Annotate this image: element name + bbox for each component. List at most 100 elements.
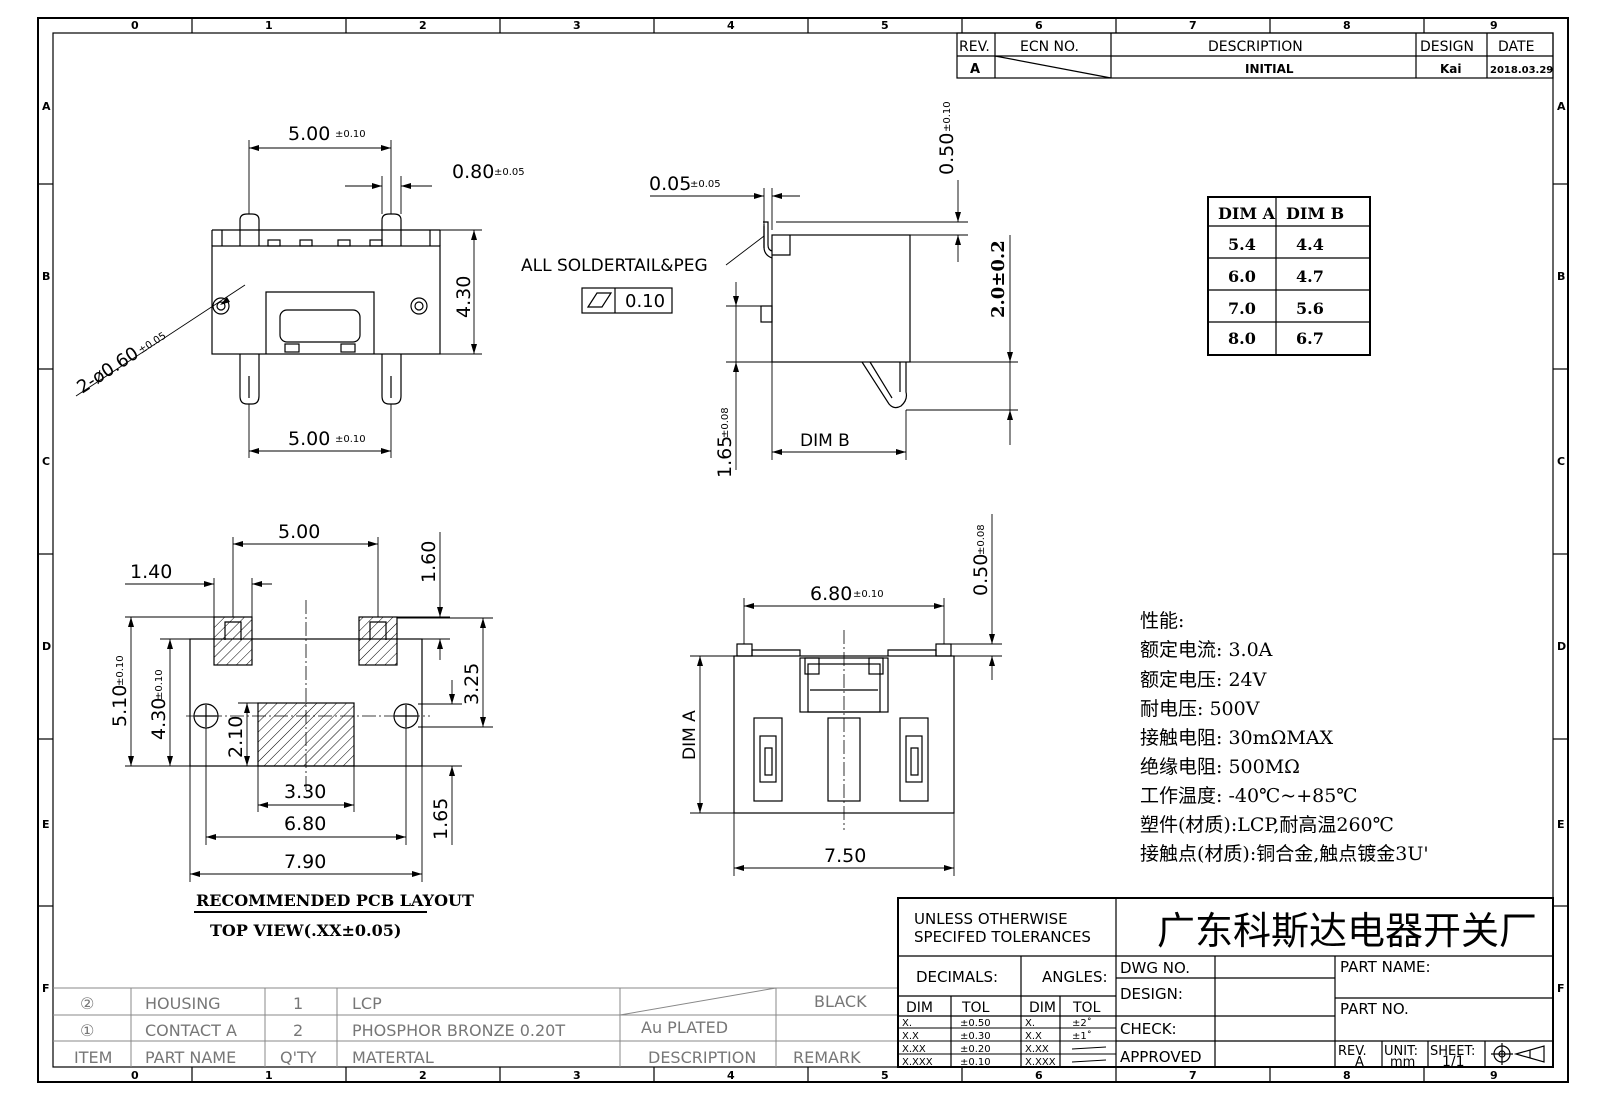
spec-line: 接触电阻: 30mΩMAX <box>1140 727 1334 749</box>
dim-table-cell: 6.7 <box>1296 329 1324 348</box>
tol-row-value: ±0.50 <box>960 1018 991 1029</box>
zone-col-label: 2 <box>419 19 427 32</box>
part-no-label: PART NO. <box>1340 1000 1409 1018</box>
dim-a-header: DIM A <box>1218 204 1276 223</box>
tol-row-dim: X. <box>1025 1018 1035 1029</box>
unit-value: mm <box>1390 1055 1415 1070</box>
bom-header-item: ITEM <box>74 1048 112 1067</box>
tol-row-dim: X.X <box>902 1031 919 1042</box>
dim-label: 0.50 <box>970 554 992 596</box>
spec-line: 耐电压: 500V <box>1140 698 1260 720</box>
zone-col-label: 9 <box>1490 1069 1498 1082</box>
dim-label: 4.30 <box>148 698 170 740</box>
dim-b-label: DIM B <box>800 431 850 451</box>
inner-border <box>52 32 1554 1068</box>
bom-part-name: HOUSING <box>145 994 221 1013</box>
zone-col-label: 7 <box>1189 19 1197 32</box>
dim-col-header: DIM <box>1029 1000 1056 1016</box>
dim-label: 7.50 <box>824 845 866 867</box>
rev-value: A <box>970 62 980 77</box>
zone-row-label: A <box>42 100 51 113</box>
bom-material: PHOSPHOR BRONZE 0.20T <box>352 1021 565 1040</box>
pcb-layout-subtitle: TOP VIEW(.XX±0.05) <box>210 921 401 940</box>
spec-line: 绝缘电阻: 500MΩ <box>1140 756 1300 778</box>
dim-label: 3.30 <box>284 781 326 803</box>
bom-header-part: PART NAME <box>145 1048 236 1067</box>
dim-tolerance: ±0.08 <box>976 524 987 555</box>
bom-remark: BLACK <box>814 992 867 1011</box>
tol-row-dim: X.X <box>1025 1031 1042 1042</box>
dim-tolerance: ±0.05 <box>494 167 525 178</box>
dim-label: 1.40 <box>130 561 172 583</box>
zone-row-label: F <box>1557 982 1565 995</box>
zone-row-label: C <box>1557 455 1565 468</box>
bom-item: ① <box>80 1021 94 1040</box>
design-value: Kai <box>1440 62 1462 76</box>
bom-qty: 1 <box>293 994 303 1013</box>
spec-line: 额定电流: 3.0A <box>1140 639 1273 661</box>
tol-row-dim: X.XX <box>1025 1044 1049 1055</box>
zone-col-label: 7 <box>1189 1069 1197 1082</box>
zone-col-label: 4 <box>727 19 735 32</box>
zone-row-label: E <box>1557 818 1565 831</box>
dim-table-cell: 5.6 <box>1296 299 1324 318</box>
zone-row-label: F <box>42 982 50 995</box>
flatness-value: 0.10 <box>625 291 665 312</box>
dim-label: 4.30 <box>453 276 475 318</box>
dim-tolerance: ±0.10 <box>335 129 366 140</box>
decimals-label: DECIMALS: <box>916 968 998 986</box>
check-label: CHECK: <box>1120 1020 1177 1038</box>
pcb-layout-title: RECOMMENDED PCB LAYOUT <box>196 891 474 910</box>
dim-label: 5.10 <box>109 685 131 727</box>
tol-row-dim: X.XX <box>902 1044 926 1055</box>
approved-label: APPROVED <box>1120 1048 1202 1066</box>
dim-tolerance: ±0.05 <box>137 331 169 357</box>
flatness-icon <box>586 292 613 308</box>
tol-row-dim: X. <box>902 1018 912 1029</box>
zone-col-label: 0 <box>131 1069 139 1082</box>
tol-row-dim: X.XXX <box>902 1057 933 1068</box>
zone-row-label: B <box>42 270 50 283</box>
rev-header: REV. <box>959 39 990 55</box>
dim-label: 6.80 <box>810 583 852 605</box>
zone-labels: 0 1 2 3 4 5 6 7 8 9 0 1 2 3 4 5 6 7 8 9 … <box>42 19 1566 1082</box>
bom-item: ② <box>80 994 94 1013</box>
description-header: DESCRIPTION <box>1208 39 1303 55</box>
sheet-value: 1/1 <box>1442 1054 1465 1070</box>
flatness-frame <box>581 287 673 314</box>
bottom-view: 6.80 ±0.10 0.50 ±0.08 DIM A 7.50 <box>680 514 1002 876</box>
zone-col-label: 2 <box>419 1069 427 1082</box>
dim-label: 3.25 <box>461 663 483 705</box>
dim-col-header: DIM <box>906 1000 933 1016</box>
dim-table-cell: 5.4 <box>1228 235 1256 254</box>
bom-table: ② HOUSING 1 LCP BLACK ① CONTACT A 2 PHOS… <box>53 987 898 1067</box>
zone-col-label: 3 <box>573 1069 581 1082</box>
date-header: DATE <box>1498 39 1534 55</box>
zone-col-label: 9 <box>1490 19 1498 32</box>
unit-label: UNIT: <box>1384 1044 1418 1059</box>
dim-label: 5.00 <box>288 123 330 145</box>
dim-a-label: DIM A <box>680 710 700 760</box>
dim-label: 7.90 <box>284 851 326 873</box>
dim-label: 6.80 <box>284 813 326 835</box>
zone-col-label: 8 <box>1343 1069 1351 1082</box>
dim-table-cell: 7.0 <box>1228 299 1256 318</box>
tol-row-value: ±1˚ <box>1072 1030 1092 1042</box>
dim-label: 2.10 <box>225 716 247 758</box>
tolerance-note: UNLESS OTHERWISE <box>914 910 1068 928</box>
tol-row-value: ±0.20 <box>960 1044 991 1055</box>
dim-table-cell: 8.0 <box>1228 329 1256 348</box>
dim-label: 1.65 <box>430 798 452 840</box>
bom-header-qty: Q'TY <box>280 1048 317 1067</box>
specs-block: 性能: 额定电流: 3.0A 额定电压: 24V 耐电压: 500V 接触电阻:… <box>1140 610 1429 865</box>
front-view: 5.00 ±0.10 0.80 ±0.05 4.30 2-ø0.60 ±0.05… <box>73 123 525 458</box>
dim-label: 5.00 <box>288 428 330 450</box>
zone-col-label: 1 <box>265 1069 273 1082</box>
dim-table-cell: 4.7 <box>1296 267 1324 286</box>
dim-tolerance: ±0.10 <box>942 101 953 132</box>
zone-col-label: 4 <box>727 1069 735 1082</box>
description-value: INITIAL <box>1245 62 1294 76</box>
dwg-no-label: DWG NO. <box>1120 959 1190 977</box>
zone-row-label: C <box>42 455 50 468</box>
